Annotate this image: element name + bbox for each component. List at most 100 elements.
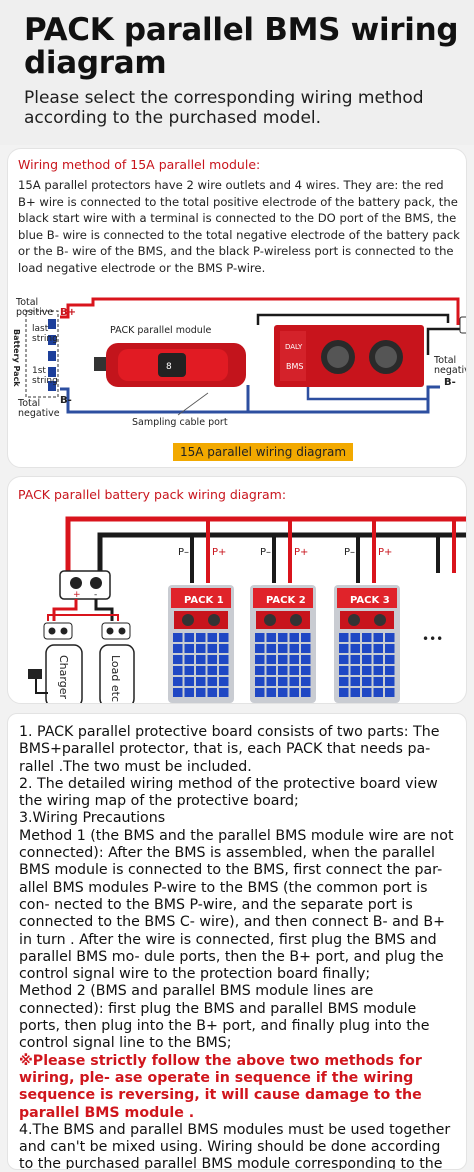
battery-cell	[219, 666, 229, 675]
more-packs-ellipsis: •••	[422, 632, 443, 646]
title-line-1: PACK parallel BMS wiring	[24, 12, 459, 48]
battery-cell	[385, 677, 395, 686]
load-label: Load etc.	[109, 655, 122, 704]
module-label: PACK parallel module	[110, 325, 211, 336]
main-minus: -	[94, 590, 97, 600]
battery-pack-label: Battery Pack	[12, 329, 21, 387]
svg-text:positive: positive	[16, 307, 53, 318]
battery-cell	[207, 655, 217, 664]
battery-cell	[301, 633, 311, 642]
pack-wiring-card: PACK parallel battery pack wiring diagra…	[7, 476, 467, 704]
battery-cell	[373, 633, 383, 642]
right-connector	[459, 316, 466, 334]
battery-cell	[289, 677, 299, 686]
page-subtitle: Please select the corresponding wiring m…	[24, 88, 424, 128]
first-string-label: 1st	[32, 366, 46, 376]
battery-cell	[278, 677, 288, 686]
battery-cell	[173, 633, 183, 642]
pack-2-label: PACK 2	[266, 595, 306, 606]
bms-brand: DALY	[285, 343, 303, 351]
wiring-method-heading: Wiring method of 15A parallel module:	[18, 157, 261, 172]
pack-3-label: PACK 3	[350, 595, 390, 606]
battery-cell	[339, 655, 349, 664]
battery-cell	[196, 633, 206, 642]
battery-cell	[373, 666, 383, 675]
note-1: 1. PACK parallel protective board consis…	[19, 724, 440, 775]
battery-cell	[266, 644, 276, 653]
p-minus-label-1: P–	[178, 547, 189, 558]
battery-cell	[255, 666, 265, 675]
battery-cell	[266, 633, 276, 642]
battery-cell	[289, 688, 299, 697]
p-minus-label-3: P–	[344, 547, 355, 558]
battery-cell	[207, 677, 217, 686]
last-string-label: last	[32, 324, 49, 334]
battery-cell	[207, 688, 217, 697]
battery-cell	[373, 655, 383, 664]
battery-cell	[266, 666, 276, 675]
daly-bms-board: DALY BMS	[274, 325, 424, 387]
battery-cell	[301, 655, 311, 664]
battery-cell	[255, 655, 265, 664]
red-bus	[65, 516, 466, 577]
battery-cells	[48, 319, 56, 391]
battery-cell	[173, 677, 183, 686]
wiring-method-body: 15A parallel protectors have 2 wire outl…	[18, 178, 460, 275]
battery-cell	[219, 688, 229, 697]
notes-text: 1. PACK parallel protective board consis…	[19, 724, 459, 1169]
battery-cell	[219, 644, 229, 653]
battery-cell	[362, 633, 372, 642]
battery-cell	[207, 666, 217, 675]
total-negative-right-label: Total	[433, 355, 456, 366]
warning-text: ※Please strictly follow the above two me…	[19, 1052, 422, 1121]
battery-cell	[207, 644, 217, 653]
svg-text:negative: negative	[434, 365, 467, 376]
pack-wiring-heading: PACK parallel battery pack wiring diagra…	[18, 487, 287, 502]
battery-cell	[350, 677, 360, 686]
battery-cell	[339, 677, 349, 686]
total-positive-label: Total	[15, 297, 38, 308]
battery-cell	[339, 688, 349, 697]
red-wire-b-plus	[60, 297, 460, 325]
p-minus-label-2: P–	[260, 547, 271, 558]
battery-cell	[196, 655, 206, 664]
battery-cell	[373, 688, 383, 697]
battery-cell	[255, 644, 265, 653]
battery-cell	[301, 688, 311, 697]
battery-cell	[278, 644, 288, 653]
black-wire-top	[256, 313, 450, 325]
battery-cell	[289, 655, 299, 664]
sampling-port-label: Sampling cable port	[132, 417, 228, 428]
battery-cell	[184, 633, 194, 642]
method-2: Method 2 (BMS and parallel BMS module li…	[19, 983, 430, 1052]
p-plus-label-2: P+	[294, 547, 308, 558]
battery-cell	[278, 655, 288, 664]
battery-cell	[289, 633, 299, 642]
battery-cell	[362, 666, 372, 675]
battery-cell	[339, 666, 349, 675]
battery-cell	[196, 688, 206, 697]
battery-cell	[184, 655, 194, 664]
battery-cell	[385, 666, 395, 675]
battery-cell	[255, 688, 265, 697]
battery-cell	[196, 644, 206, 653]
pack-cells	[173, 633, 395, 697]
p-plus-label-1: P+	[212, 547, 226, 558]
subtitle-line-1: Please select the corresponding wiring m…	[24, 88, 424, 108]
main-plus: +	[73, 590, 81, 600]
title-line-2: diagram	[24, 45, 167, 81]
battery-cell	[373, 677, 383, 686]
wiring-method-card: Wiring method of 15A parallel module: 15…	[7, 148, 467, 468]
battery-cell	[278, 688, 288, 697]
black-bus	[97, 532, 466, 577]
battery-cell	[184, 666, 194, 675]
battery-cell	[173, 655, 183, 664]
battery-cell	[196, 666, 206, 675]
subtitle-line-2: according to the purchased model.	[24, 108, 322, 128]
note-3: 3.Wiring Precautions	[19, 810, 166, 827]
charger-label: Charger	[57, 655, 70, 699]
battery-cell	[289, 644, 299, 653]
battery-cell	[350, 644, 360, 653]
battery-cell	[385, 688, 395, 697]
svg-text:string: string	[32, 334, 58, 344]
